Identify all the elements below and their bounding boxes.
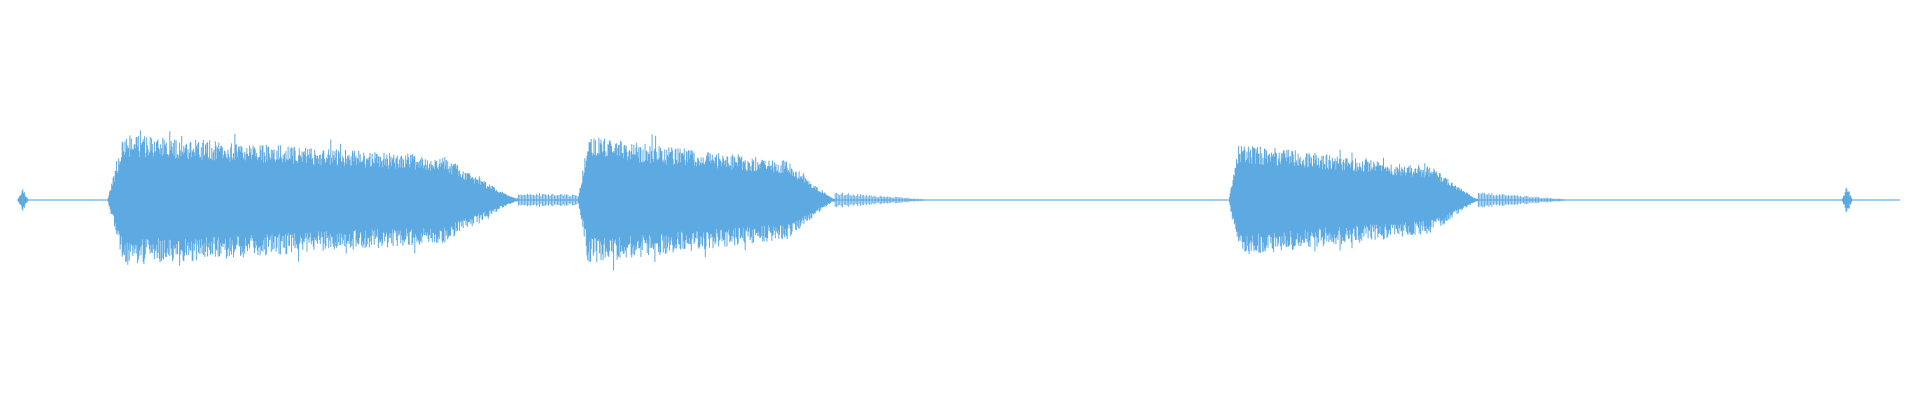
waveform-click-end bbox=[1841, 188, 1853, 212]
waveform-burst-3 bbox=[1229, 146, 1566, 255]
waveform-burst-1 bbox=[107, 130, 662, 266]
waveform-burst-3-path bbox=[1229, 146, 1566, 255]
waveform-burst-1-path bbox=[107, 130, 662, 266]
waveform-burst-2 bbox=[578, 134, 926, 271]
waveform-burst-2-path bbox=[578, 134, 926, 271]
waveform-bursts bbox=[17, 130, 1853, 271]
waveform-click-start bbox=[17, 189, 29, 211]
